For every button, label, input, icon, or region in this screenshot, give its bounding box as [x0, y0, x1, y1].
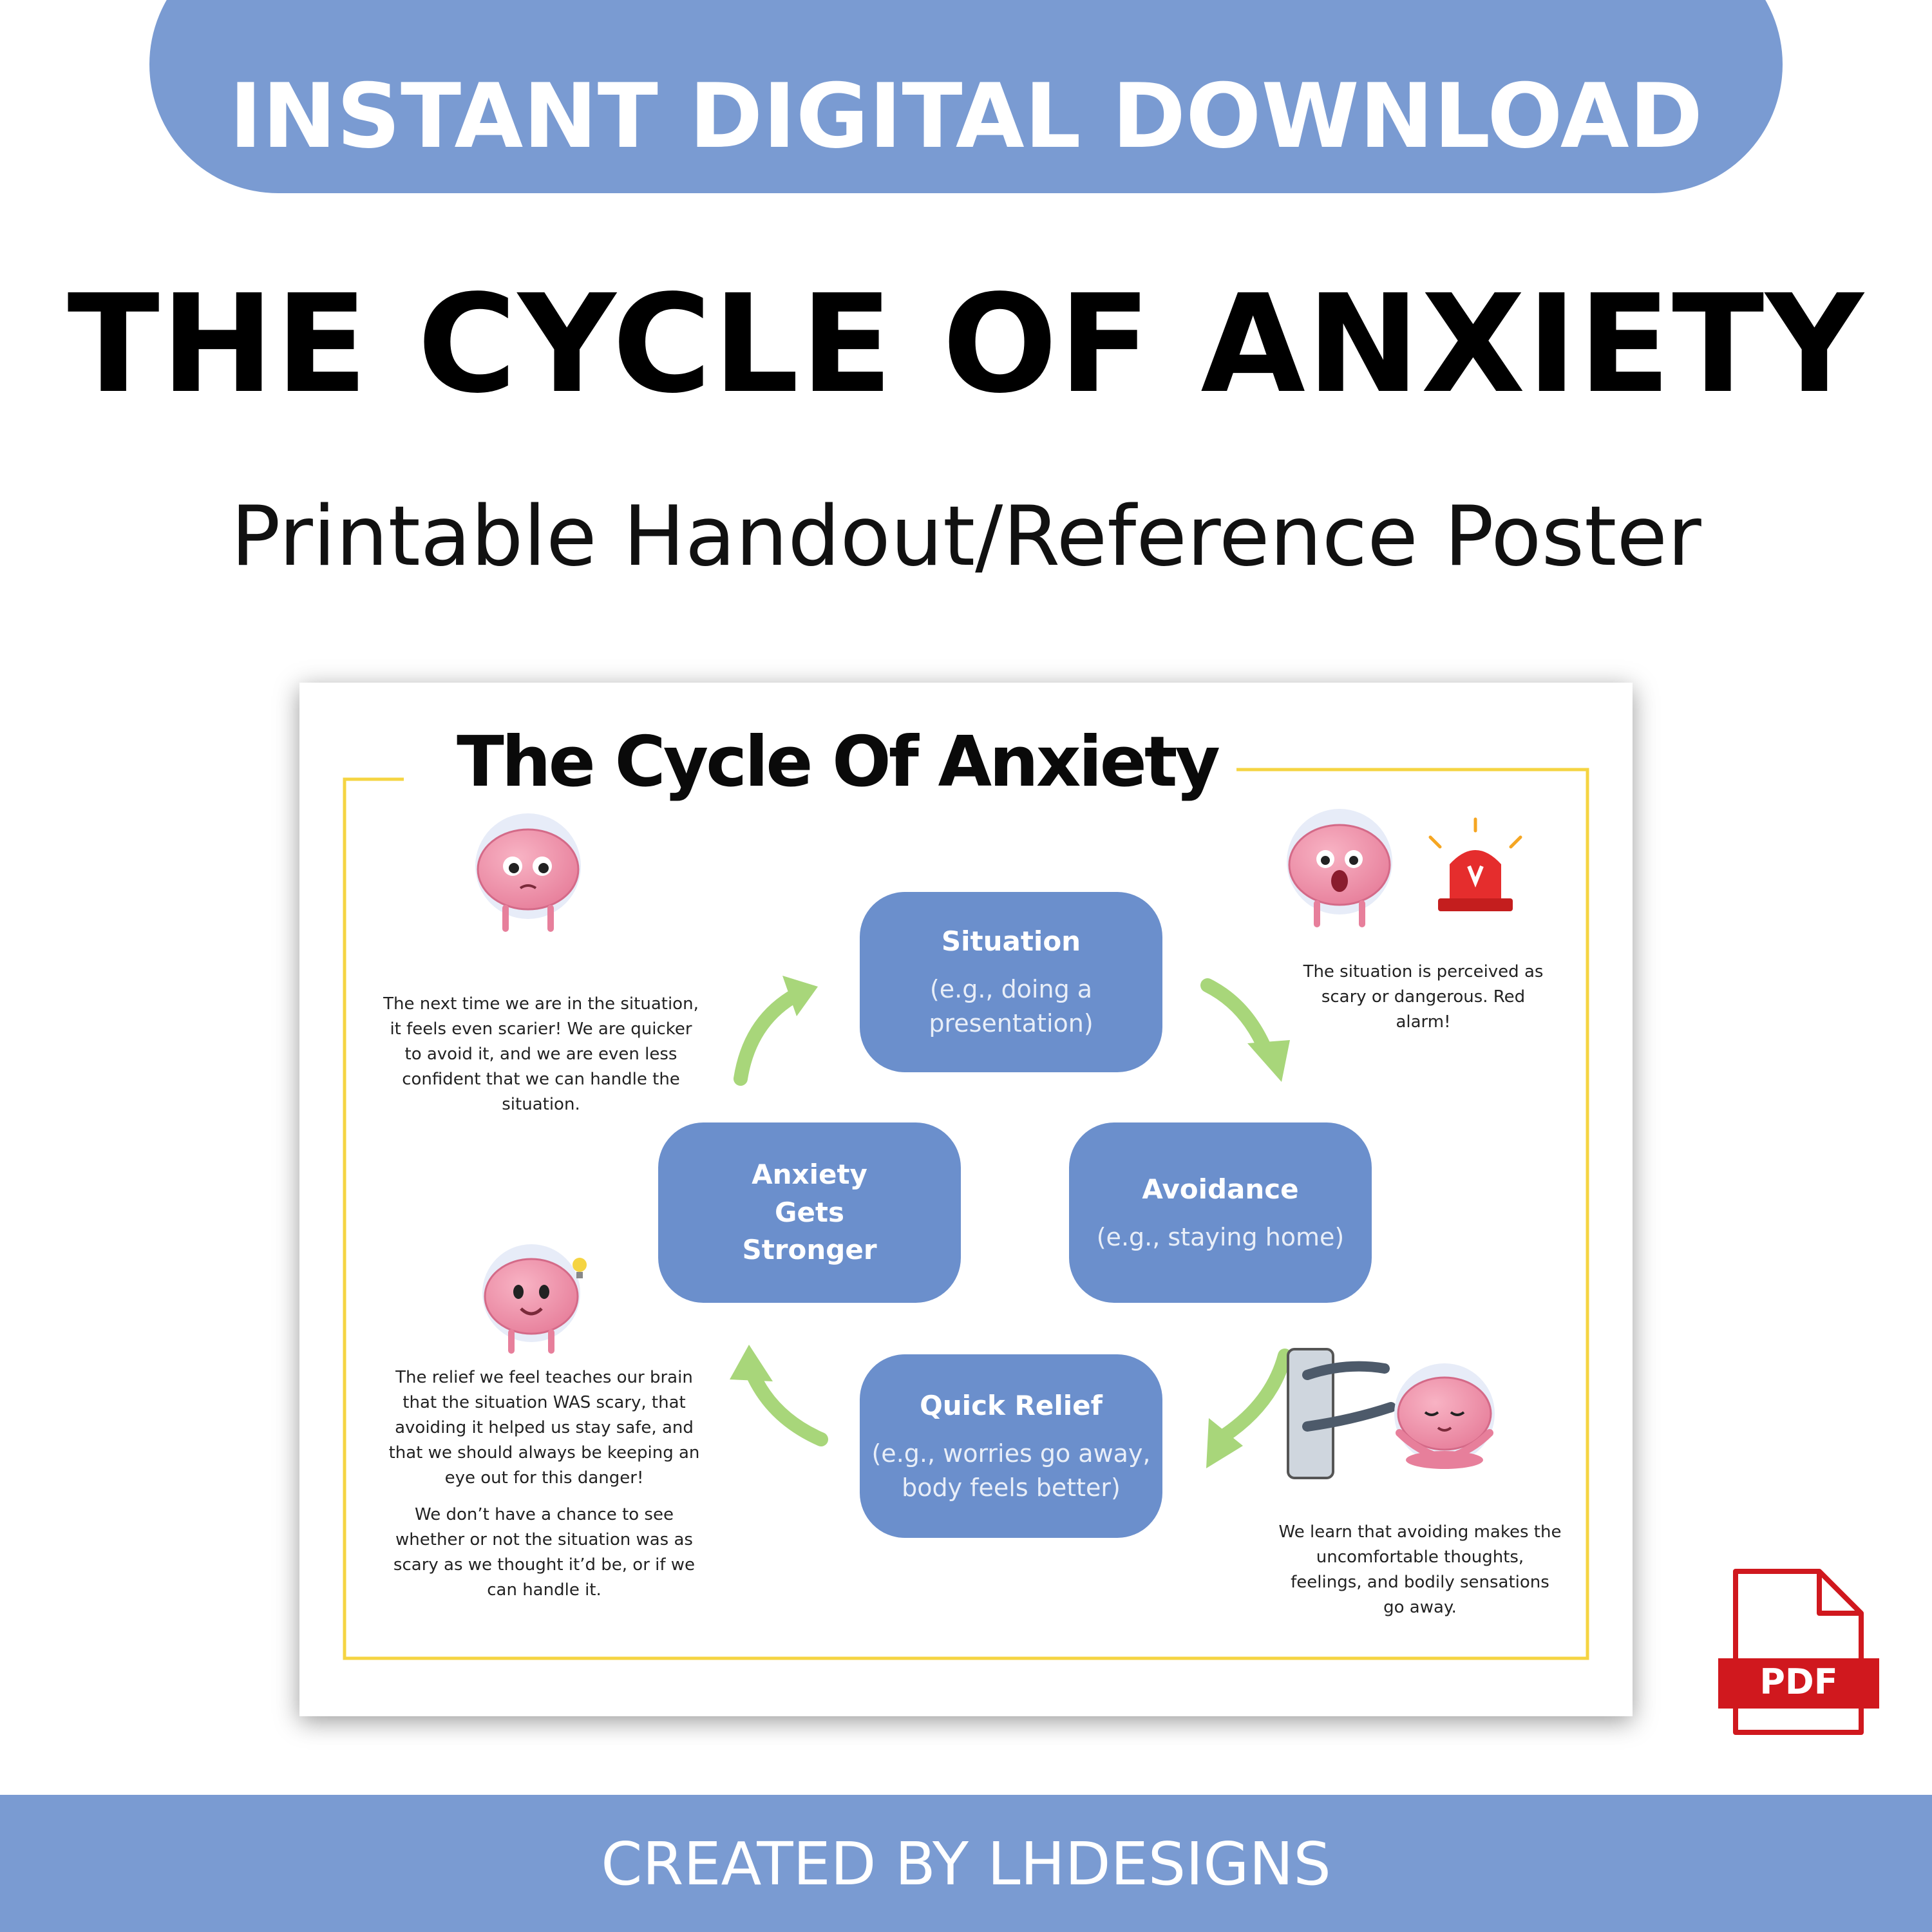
node-label: Quick Relief [920, 1389, 1103, 1421]
description-bottom-left: The relief we feel teaches our brain tha… [380, 1365, 708, 1615]
description-top-right: The situation is perceived as scary or d… [1303, 962, 1544, 1032]
description-paragraph: The relief we feel teaches our brain tha… [388, 1368, 700, 1488]
pdf-label: PDF [1759, 1662, 1837, 1702]
main-title: THE CYCLE OF ANXIETY [67, 265, 1865, 423]
poster-graphics [343, 768, 1589, 1660]
arrow-situation-to-avoidance [1200, 978, 1273, 1057]
banner-text: INSTANT DIGITAL DOWNLOAD [229, 64, 1703, 168]
node-label: Anxiety Gets Stronger [742, 1158, 877, 1266]
brain-worried-icon [475, 813, 581, 932]
arrow-anxiety-to-situation [734, 985, 809, 1086]
poster-title: The Cycle Of Anxiety [457, 722, 1220, 802]
description-bottom-right: We learn that avoiding makes the uncomfo… [1278, 1522, 1562, 1617]
arrow-heads [730, 976, 1290, 1468]
node-quick-relief: Quick Relief (e.g., worries go away, bod… [860, 1354, 1162, 1538]
phone-hands-icon [1287, 1348, 1396, 1479]
node-example: (e.g., worries go away, body feels bette… [871, 1439, 1151, 1502]
frame-border [343, 768, 1589, 1660]
node-example: (e.g., staying home) [1096, 1222, 1345, 1251]
node-avoidance: Avoidance (e.g., staying home) [1069, 1122, 1372, 1303]
top-banner: INSTANT DIGITAL DOWNLOAD [149, 0, 1783, 193]
arrow-avoidance-to-relief [1217, 1349, 1292, 1443]
creator-credit: CREATED BY LHDESIGNS [601, 1830, 1331, 1899]
arrow-head-4 [782, 976, 818, 1016]
node-anxiety-gets-stronger: Anxiety Gets Stronger [658, 1122, 961, 1303]
pdf-file-icon: PDF [1718, 1569, 1879, 1735]
node-label: Avoidance [1142, 1173, 1299, 1205]
brain-scared-icon [1287, 809, 1392, 927]
arrow-head-1 [1247, 1040, 1290, 1082]
subtitle: Printable Handout/Reference Poster [231, 489, 1701, 585]
description-top-left: The next time we are in the situation, i… [383, 994, 699, 1114]
node-example: (e.g., doing a presentation) [929, 975, 1094, 1038]
node-situation: Situation (e.g., doing a presentation) [860, 892, 1162, 1072]
arrow-head-2 [1206, 1418, 1243, 1468]
arrow-head-3 [730, 1345, 773, 1381]
brain-meditating-icon [1394, 1363, 1495, 1469]
description-paragraph: We don’t have a chance to see whether or… [393, 1505, 696, 1600]
bottom-banner: CREATED BY LHDESIGNS [0, 1795, 1932, 1932]
brain-idea-icon [482, 1244, 587, 1354]
node-label: Situation [941, 925, 1081, 958]
poster-preview: The Cycle Of Anxiety Situation (e.g., do… [299, 683, 1633, 1716]
red-alarm-icon [1428, 817, 1522, 911]
